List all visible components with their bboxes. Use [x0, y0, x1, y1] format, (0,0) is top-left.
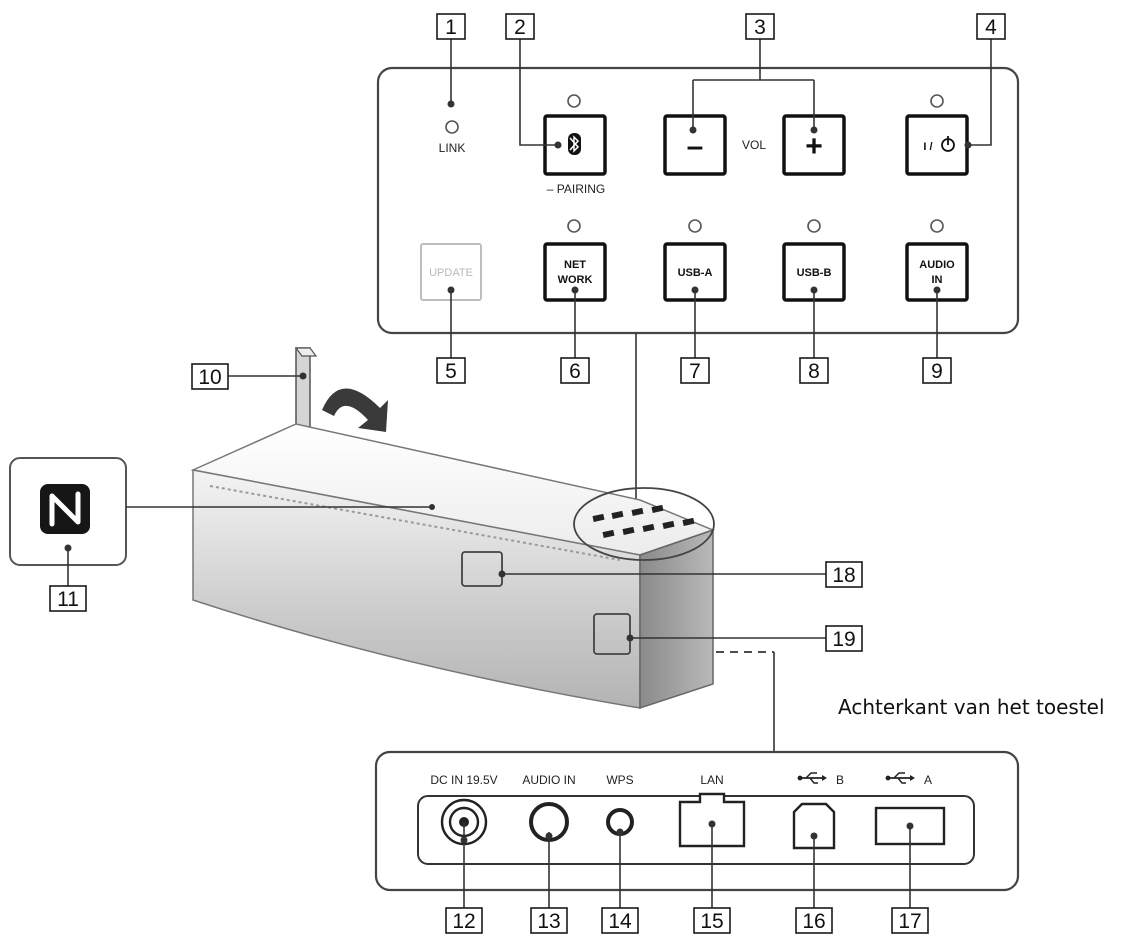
nfc-icon — [40, 484, 90, 534]
callout-16: 16 — [795, 907, 833, 934]
svg-text:8: 8 — [808, 360, 820, 383]
leader-2 — [519, 38, 558, 146]
rear-caption: Achterkant van het toestel — [838, 695, 1105, 719]
svg-text:2: 2 — [514, 16, 526, 39]
svg-text:19: 19 — [832, 628, 855, 651]
callout-14: 14 — [601, 907, 639, 934]
audio-in-label-line2: IN — [932, 274, 943, 286]
update-label: UPDATE — [429, 267, 473, 279]
network-label-line1: NET — [564, 259, 586, 271]
front-feature-18 — [461, 551, 503, 587]
usb-b-port[interactable] — [792, 802, 836, 850]
rotate-arrow-icon — [322, 388, 388, 432]
svg-text:1: 1 — [445, 16, 457, 39]
usb-icon — [885, 772, 915, 784]
leader-3 — [692, 38, 815, 130]
usb-a-port-label: A — [885, 772, 932, 787]
audio-in-port-label: AUDIO IN — [522, 773, 575, 787]
svg-text:5: 5 — [445, 360, 457, 383]
network-led — [567, 219, 581, 233]
callout-19: 19 — [825, 625, 863, 652]
callout-18: 18 — [825, 561, 863, 588]
callout-15: 15 — [693, 907, 731, 934]
svg-text:6: 6 — [569, 360, 581, 383]
pairing-label: – PAIRING — [547, 182, 605, 196]
callout-5: 5 — [436, 357, 466, 384]
svg-text:7: 7 — [689, 360, 701, 383]
lan-port[interactable] — [678, 792, 746, 848]
svg-text:B: B — [836, 773, 844, 787]
wps-label: WPS — [606, 773, 633, 787]
callout-9: 9 — [922, 357, 952, 384]
svg-text:17: 17 — [898, 910, 921, 933]
callout-8: 8 — [799, 357, 829, 384]
svg-text:14: 14 — [608, 910, 632, 933]
usb-a-led — [688, 219, 702, 233]
callout-11: 11 — [49, 585, 87, 612]
callout-17: 17 — [891, 907, 929, 934]
callout-10: 10 — [191, 363, 229, 390]
leader-4 — [967, 38, 992, 146]
front-feature-19 — [593, 613, 631, 655]
usb-b-label: USB-B — [797, 267, 832, 279]
usb-b-port-label: B — [797, 772, 844, 787]
callout-6: 6 — [560, 357, 590, 384]
link-label: LINK — [439, 141, 466, 155]
svg-text:3: 3 — [754, 16, 766, 39]
svg-text:9: 9 — [931, 360, 943, 383]
svg-text:16: 16 — [802, 910, 825, 933]
svg-text:11: 11 — [57, 588, 79, 611]
svg-text:4: 4 — [985, 16, 997, 39]
speaker-front-face — [192, 469, 641, 709]
callout-4: 4 — [976, 13, 1006, 40]
usb-a-label: USB-A — [678, 267, 713, 279]
volume-up-button[interactable]: + — [782, 114, 846, 176]
audio-in-led — [930, 219, 944, 233]
callout-13: 13 — [530, 907, 568, 934]
power-icon — [941, 136, 955, 152]
power-led — [930, 94, 944, 108]
volume-down-button[interactable]: – — [663, 114, 727, 176]
usb-icon — [797, 772, 827, 784]
callout-2: 2 — [505, 13, 535, 40]
svg-text:12: 12 — [452, 910, 475, 933]
svg-text:13: 13 — [537, 910, 560, 933]
lan-label: LAN — [700, 773, 723, 787]
svg-text:A: A — [924, 773, 932, 787]
svg-text:18: 18 — [832, 564, 855, 587]
callout-1: 1 — [436, 13, 466, 40]
minus-sign: – — [687, 130, 704, 163]
top-control-panel — [376, 66, 1020, 335]
usb-b-led — [807, 219, 821, 233]
callout-3: 3 — [745, 13, 775, 40]
callout-7: 7 — [680, 357, 710, 384]
button-cluster-highlight — [573, 487, 715, 561]
audio-in-button[interactable]: AUDIO IN — [905, 242, 969, 302]
bluetooth-led — [567, 94, 581, 108]
button-cluster — [592, 504, 695, 538]
power-button[interactable]: I / — [905, 114, 969, 176]
bluetooth-pairing-button[interactable] — [543, 114, 607, 176]
audio-in-label-line1: AUDIO — [919, 259, 955, 271]
nfc-spot — [429, 504, 435, 510]
bluetooth-icon — [568, 133, 581, 155]
plus-sign: + — [805, 130, 823, 163]
power-label: I / — [923, 141, 932, 153]
dc-in-label: DC IN 19.5V — [430, 773, 497, 787]
svg-text:15: 15 — [700, 910, 723, 933]
network-label-line2: WORK — [558, 274, 593, 286]
vol-label: VOL — [742, 138, 766, 152]
callout-12: 12 — [445, 907, 483, 934]
svg-text:10: 10 — [198, 366, 221, 389]
link-led — [445, 120, 459, 134]
